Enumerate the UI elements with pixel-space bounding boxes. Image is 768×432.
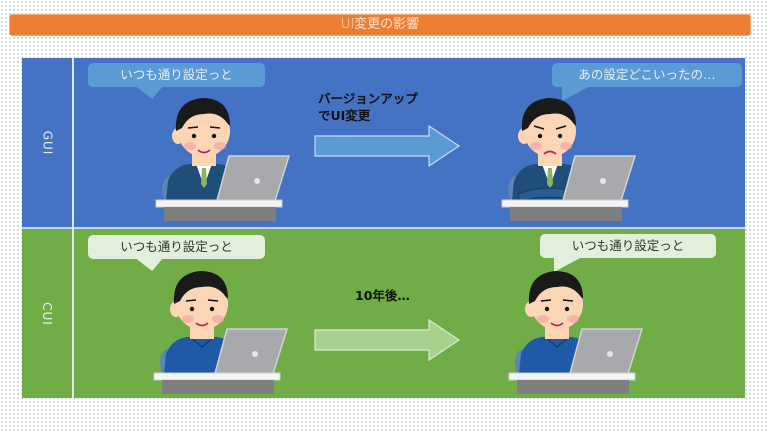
cui-label: CUI [39,301,54,326]
right-arrow-icon [314,319,461,361]
gui-row-header: GUI [22,58,72,227]
bubble-tail [554,256,584,272]
bubble-tail [562,85,592,101]
gui-transition-caption: バージョンアップ でUI変更 [318,90,418,124]
gui-row: GUI いつも通り設定っと [22,58,745,227]
cui-after-speech-bubble: いつも通り設定っと [540,234,716,272]
column-divider [72,58,74,398]
gui-after-bubble-text: あの設定どこいったの… [578,67,716,82]
cui-before-bubble-text: いつも通り設定っと [120,239,233,254]
cui-row: CUI いつも通り設定っと [22,229,745,398]
cui-after-bubble-text: いつも通り設定っと [571,238,685,253]
cui-transition-caption: 10年後… [355,287,410,304]
caption-line-1: 10年後… [355,288,410,303]
gui-before-speech-bubble: いつも通り設定っと [88,63,265,99]
slide-title: UI変更の影響 [9,14,751,36]
row-divider [22,227,745,229]
right-arrow-icon [314,125,461,167]
gui-label: GUI [40,130,54,155]
businessman-working-laptop-icon [155,98,291,221]
cui-before-speech-bubble: いつも通り設定っと [88,235,265,271]
confused-businessman-laptop-icon [501,98,637,221]
comparison-table: GUI いつも通り設定っと [22,58,745,398]
man-casual-working-laptop-icon [153,271,289,394]
cui-row-header: CUI [22,229,72,398]
gui-after-speech-bubble: あの設定どこいったの… [552,63,742,101]
gui-before-bubble-text: いつも通り設定っと [120,67,233,82]
man-casual-working-laptop-icon [508,271,644,394]
caption-line-1: バージョンアップ [318,91,418,106]
caption-line-2: でUI変更 [318,108,371,123]
